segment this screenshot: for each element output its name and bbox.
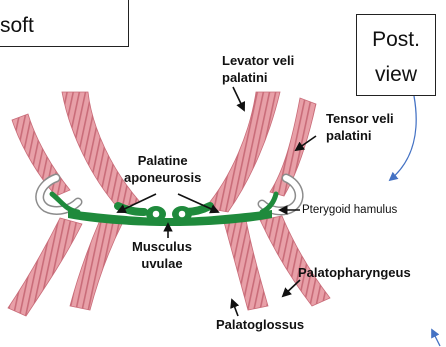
levator-right-muscle xyxy=(205,92,280,212)
levator-left-insertion xyxy=(118,206,144,212)
pterygoid-hamulus-label: Pterygoid hamulus xyxy=(302,202,397,219)
palatoglossus-right-muscle xyxy=(224,220,268,310)
levator-veli-palatini-label: Levator veli palatini xyxy=(222,52,294,86)
palatopharyngeus-label: Palatopharyngeus xyxy=(298,264,411,281)
blue-curve-arrow-bottom xyxy=(432,330,440,346)
view-label-line2: view xyxy=(357,57,435,92)
palatopharyngeus-arrow xyxy=(283,280,300,296)
levator-arrow xyxy=(233,87,244,110)
blue-curve-arrow-top xyxy=(390,96,416,180)
palatoglossus-left-muscle xyxy=(70,220,122,310)
musculus-uvulae-right-core xyxy=(178,210,186,218)
view-label-box: Post. view xyxy=(356,14,436,96)
soft-label: soft xyxy=(0,14,34,37)
palatopharyngeus-right-muscle xyxy=(260,216,330,306)
palatoglossus-label: Palatoglossus xyxy=(216,316,304,333)
soft-label-box: soft xyxy=(0,0,129,47)
musculus-uvulae-left-core xyxy=(152,210,160,218)
levator-left-muscle xyxy=(62,92,140,208)
musculus-uvulae-label: Musculus uvulae xyxy=(132,238,192,272)
palatoglossus-arrow xyxy=(232,300,238,316)
palatine-aponeurosis-label: Palatine aponeurosis xyxy=(124,152,201,186)
tensor-veli-palatini-label: Tensor veli palatini xyxy=(326,110,394,144)
view-label-line1: Post. xyxy=(357,22,435,57)
